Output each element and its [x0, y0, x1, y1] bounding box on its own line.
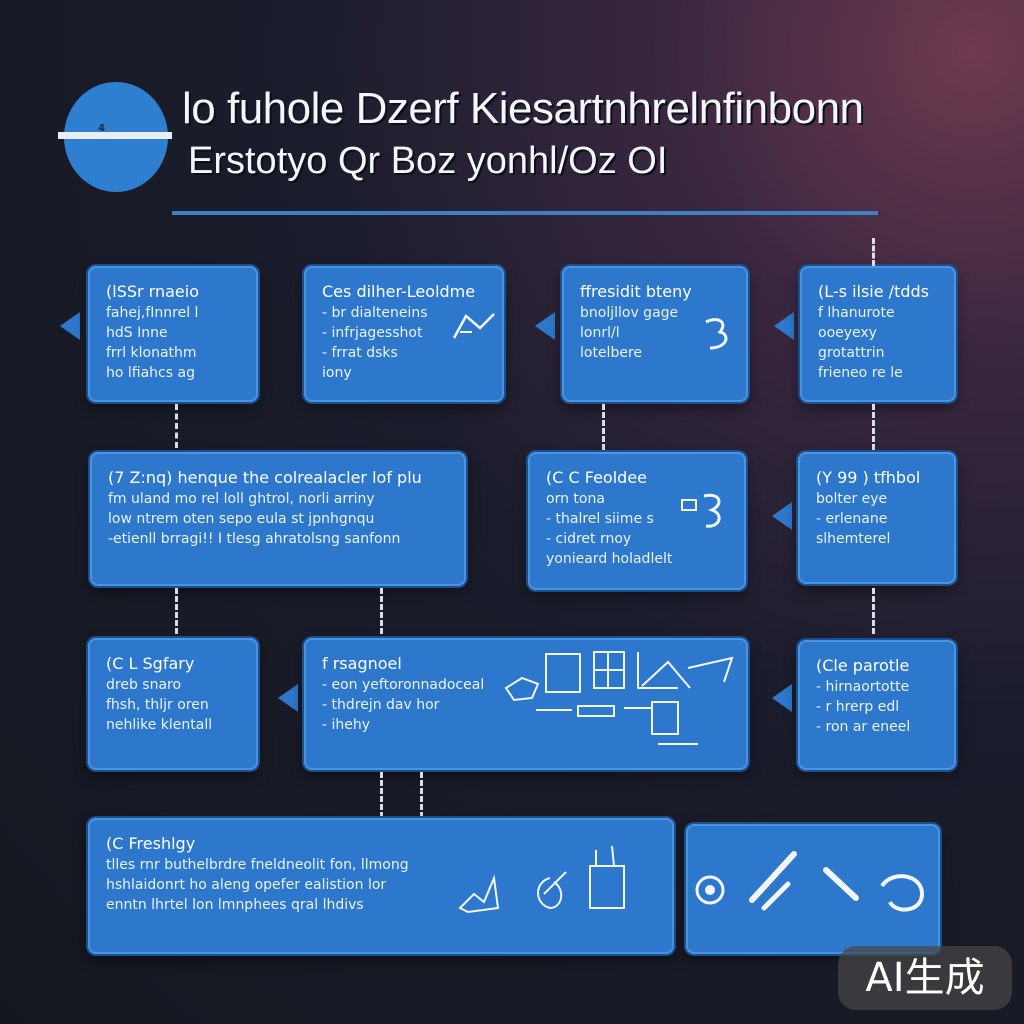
box-line: hshlaidonrt ho aleng opefer ealistion lo…	[106, 877, 387, 893]
pen-icon	[749, 851, 797, 911]
box-pointer-icon	[774, 312, 794, 340]
box-line: f lhanurote	[818, 305, 895, 321]
box-line: nehlike klentall	[106, 717, 213, 733]
gear-icon	[695, 875, 725, 905]
box-line: - cidret rnoy	[546, 531, 632, 547]
logo-bar	[58, 132, 172, 139]
diagram-box-10: (Cle parotle - hirnaortotte - r hrerp ed…	[798, 640, 956, 770]
box-line: fahej,fInnrel l	[106, 305, 199, 321]
sketch-icon	[452, 313, 495, 339]
diagram-box-1: (lSSr rnaeio fahej,fInnrel l hdS Inne fr…	[88, 266, 258, 402]
title-divider	[172, 211, 878, 215]
diagram-box-bottom: (C Freshlgy tlles rnr buthelbrdre fneldn…	[88, 818, 674, 954]
box-line: hdS Inne	[106, 325, 168, 341]
box-line: low ntrem oten sepo eula st jpnhgnqu	[108, 511, 375, 527]
slash-icon	[823, 867, 859, 901]
box-line: ooeyexy	[818, 325, 877, 341]
page-title: lo fuhole Dzerf Kiesartnhrelnfinbonn	[182, 84, 864, 133]
box-line: - ihehy	[322, 717, 371, 733]
box-line: - br dialteneins	[322, 305, 428, 321]
box-title: Ces dilher-Leoldme	[322, 282, 476, 301]
box-line: lotelbere	[580, 345, 643, 361]
box-pointer-icon	[772, 502, 792, 530]
ai-generated-badge: AI生成	[838, 946, 1012, 1010]
diagram-box-9: f rsagnoel - eon yeftoronnadoceal - thdr…	[304, 638, 748, 770]
connector-line	[872, 404, 875, 450]
box-line: - erlenane	[816, 511, 888, 527]
sketch-icon	[705, 318, 728, 350]
box-line: - hirnaortotte	[816, 679, 910, 695]
box-line: - eon yeftoronnadoceal	[322, 677, 485, 693]
diagram-box-6: (C C Feoldee orn tona - thalrel siime s …	[528, 452, 746, 590]
box-pointer-icon	[535, 312, 555, 340]
page-subtitle: Erstotyo Qr Boz yonhl/Oz OI	[188, 140, 668, 182]
diagram-box-icons	[686, 824, 940, 954]
machine-sketch-icon	[504, 651, 734, 745]
box-title: (C C Feoldee	[546, 468, 648, 487]
connector-line	[380, 588, 383, 634]
box-line: tlles rnr buthelbrdre fneldneolit fon, l…	[106, 857, 409, 873]
box-line: lonrl/l	[580, 325, 620, 341]
connector-line	[380, 772, 383, 818]
diagram-box-5: (7 Z:nq) henque the colrealacler lof plu…	[90, 452, 466, 586]
box-title: (7 Z:nq) henque the colrealacler lof plu	[108, 468, 422, 487]
box-line: - thalrel siime s	[546, 511, 654, 527]
box-line: - frrat dsks	[322, 345, 398, 361]
box-line: enntn lhrtel lon lmnphees qral lhdivs	[106, 897, 364, 913]
box-title: (Cle parotle	[816, 656, 910, 675]
box-line: bnoljllov gage	[580, 305, 679, 321]
box-title: (C Freshlgy	[106, 834, 196, 853]
box-line: orn tona	[546, 491, 605, 507]
connector-line	[872, 588, 875, 634]
swirl-icon	[880, 874, 925, 912]
box-line: fhsh, thljr oren	[106, 697, 209, 713]
diagram-box-2: Ces dilher-Leoldme - br dialteneins - in…	[304, 266, 504, 402]
box-line: grotattrin	[818, 345, 885, 361]
connector-line	[420, 772, 423, 818]
box-line: dreb snaro	[106, 677, 182, 693]
box-line: - thdrejn dav hor	[322, 697, 440, 713]
box-line: ho lfiahcs ag	[106, 365, 195, 381]
box-title: (L-s ilsie /tdds	[818, 282, 929, 301]
box-line: -etienll brragi!! I tlesg ahratolsng san…	[108, 531, 401, 547]
box-line: - infrjagesshot	[322, 325, 423, 341]
diagram-box-4: (L-s ilsie /tdds f lhanurote ooeyexy gro…	[800, 266, 956, 402]
box-pointer-icon	[60, 312, 80, 340]
box-title: (C L Sgfary	[106, 654, 195, 673]
box-pointer-icon	[278, 684, 298, 712]
connector-line	[175, 588, 178, 634]
connector-line	[872, 238, 875, 266]
diagram-box-7: (Y 99 ) tfhbol bolter eye - erlenane slh…	[798, 452, 956, 584]
box-line: iony	[322, 365, 352, 381]
box-line: slhemterel	[816, 531, 891, 547]
diagram-box-3: ffresidit bteny bnoljllov gage lonrl/l l…	[562, 266, 748, 402]
box-title: ffresidit bteny	[580, 282, 692, 301]
box-line: frrl klonathm	[106, 345, 197, 361]
box-pointer-icon	[772, 684, 792, 712]
box-line: - r hrerp edl	[816, 699, 900, 715]
logo-text: 4	[98, 123, 105, 134]
connector-line	[602, 404, 605, 450]
box-title: (Y 99 ) tfhbol	[816, 468, 921, 487]
sketch-icon	[681, 493, 721, 528]
box-line: - ron ar eneel	[816, 719, 911, 735]
diagram-box-8: (C L Sgfary dreb snaro fhsh, thljr oren …	[88, 638, 258, 770]
box-line: yonieard holadlelt	[546, 551, 673, 567]
box-line: fm uland mo rel loll ghtrol, norli arrin…	[108, 491, 375, 507]
box-line: bolter eye	[816, 491, 888, 507]
tools-sketch-icon	[458, 845, 625, 914]
box-title: (lSSr rnaeio	[106, 282, 199, 301]
box-title: f rsagnoel	[322, 654, 402, 673]
box-line: frieneo re le	[818, 365, 903, 381]
connector-line	[175, 404, 178, 448]
